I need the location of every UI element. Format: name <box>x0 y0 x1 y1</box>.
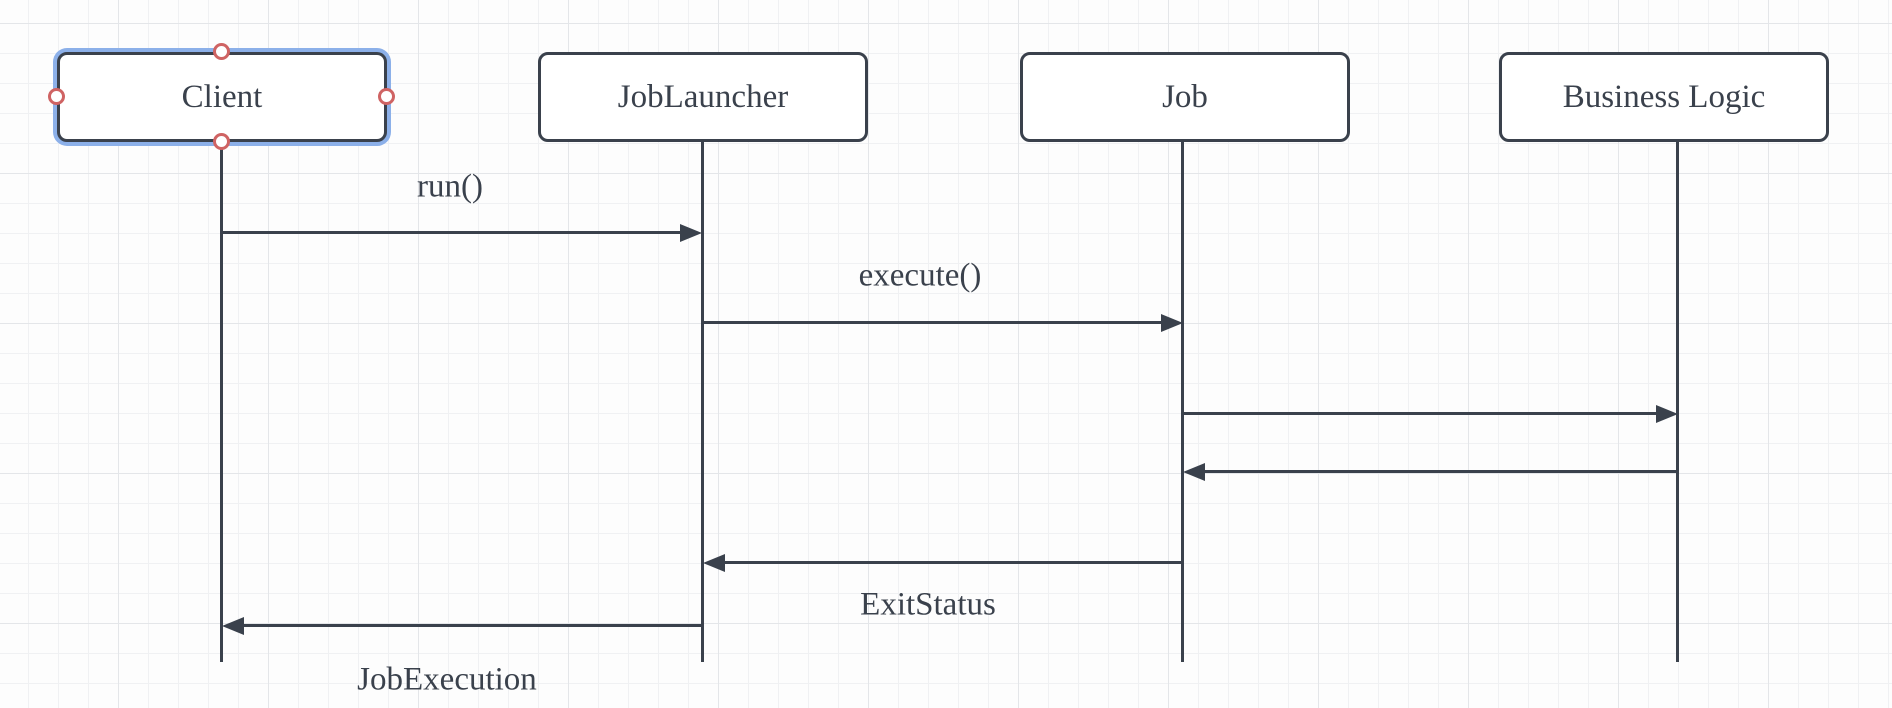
message-job-to-business-line[interactable] <box>1183 412 1656 415</box>
actor-joblauncher-label: JobLauncher <box>617 78 789 115</box>
actor-joblauncher[interactable]: JobLauncher <box>538 52 868 142</box>
message-execute-line[interactable] <box>703 321 1161 324</box>
arrowhead-right-icon <box>1656 405 1678 423</box>
actor-client-label: Client <box>181 78 263 115</box>
lifeline-joblauncher[interactable] <box>701 142 704 662</box>
arrowhead-left-icon <box>1183 463 1205 481</box>
actor-business-logic[interactable]: Business Logic <box>1499 52 1829 142</box>
selection-handle-left-icon[interactable] <box>48 88 65 105</box>
lifeline-business-logic[interactable] <box>1676 142 1679 662</box>
actor-job[interactable]: Job <box>1020 52 1350 142</box>
message-run-label[interactable]: run() <box>417 168 483 205</box>
message-run-line[interactable] <box>222 231 680 234</box>
message-exitstatus-line[interactable] <box>725 561 1183 564</box>
actor-client[interactable]: Client <box>57 52 387 142</box>
message-jobexecution-line[interactable] <box>244 624 702 627</box>
arrowhead-right-icon <box>1161 314 1183 332</box>
actor-business-logic-label: Business Logic <box>1562 78 1766 115</box>
selection-handle-right-icon[interactable] <box>378 88 395 105</box>
arrowhead-left-icon <box>703 554 725 572</box>
lifeline-job[interactable] <box>1181 142 1184 662</box>
arrowhead-right-icon <box>680 224 702 242</box>
lifeline-client[interactable] <box>220 142 223 662</box>
message-business-to-job-line[interactable] <box>1205 470 1678 473</box>
message-execute-label[interactable]: execute() <box>858 257 982 294</box>
selection-handle-bottom-icon[interactable] <box>213 133 230 150</box>
actor-job-label: Job <box>1162 78 1208 115</box>
message-exitstatus-label[interactable]: ExitStatus <box>860 586 996 623</box>
selection-handle-top-icon[interactable] <box>213 43 230 60</box>
message-jobexecution-label[interactable]: JobExecution <box>357 661 537 698</box>
arrowhead-left-icon <box>222 617 244 635</box>
